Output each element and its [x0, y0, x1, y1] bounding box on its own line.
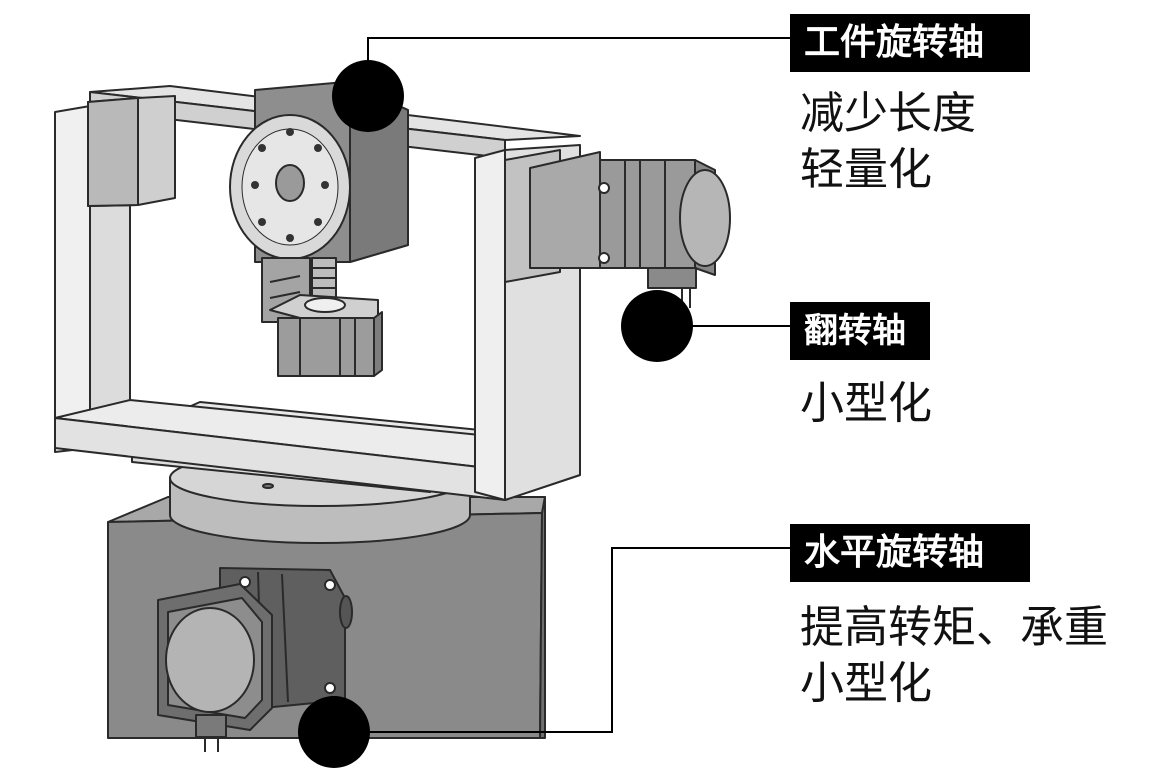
disk-bolt-holes — [251, 128, 329, 242]
workpiece-axis-description: 减少长度 轻量化 — [800, 86, 976, 198]
horizontal-axis-line-2: 小型化 — [800, 658, 932, 709]
tilt-axis-description: 小型化 — [800, 376, 932, 432]
tilt-motor — [529, 151, 731, 308]
workpiece-axis-line-1: 减少长度 — [800, 88, 976, 139]
marker-tilt-axis — [621, 290, 693, 362]
workpiece-motor — [269, 294, 383, 377]
marker-dots — [298, 60, 693, 768]
leader-line-horizontal — [334, 547, 790, 733]
leader-line-workpiece — [367, 37, 790, 96]
tilt-axis-line-1: 小型化 — [800, 378, 932, 429]
marker-horizontal-axis — [298, 696, 370, 768]
horizontal-motor — [157, 567, 353, 752]
workpiece-axis-line-2: 轻量化 — [800, 144, 932, 195]
horizontal-axis-description: 提高转矩、承重 小型化 — [800, 600, 1108, 712]
workpiece-rotation-head — [229, 81, 409, 323]
horizontal-axis-label: 水平旋转轴 — [790, 524, 1030, 582]
tilt-axis-label: 翻转轴 — [790, 302, 930, 360]
u-frame-left-post — [54, 95, 176, 453]
marker-workpiece-axis — [332, 60, 404, 132]
workpiece-axis-label: 工件旋转轴 — [790, 14, 1030, 72]
horizontal-axis-line-1: 提高转矩、承重 — [800, 602, 1108, 653]
